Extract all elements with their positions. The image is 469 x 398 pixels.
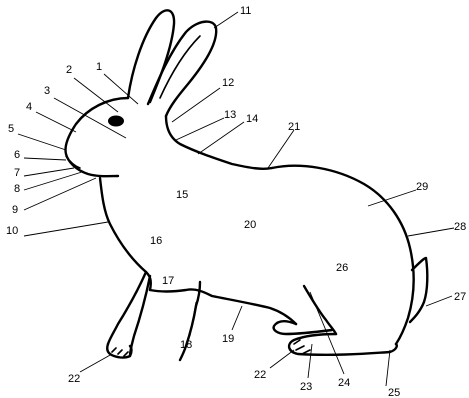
- label-23: 23: [300, 381, 312, 393]
- part-labels: 1 2 3 4 5 6 7 8 9 10 11 12 13 14 15 16 1…: [6, 5, 466, 398]
- rabbit-front-paw: [107, 344, 131, 358]
- label-21: 21: [288, 121, 300, 133]
- label-22a: 22: [68, 373, 80, 385]
- rabbit-eye: [108, 116, 124, 127]
- label-16: 16: [150, 235, 162, 247]
- label-11: 11: [240, 5, 251, 17]
- leader-line-4: [36, 112, 76, 132]
- leader-line-7: [24, 168, 74, 176]
- rabbit-front-paw-toes: [112, 348, 128, 356]
- rabbit-ear-inner-line: [160, 36, 200, 98]
- rabbit-hind-leg-line: [304, 286, 336, 334]
- leader-lines: [18, 12, 454, 386]
- label-5: 5: [8, 123, 14, 135]
- leader-line-23: [308, 344, 312, 378]
- label-8: 8: [14, 183, 20, 195]
- leader-line-25: [386, 350, 390, 386]
- label-7: 7: [14, 167, 20, 179]
- leader-line-28: [408, 228, 454, 236]
- label-19: 19: [222, 333, 234, 345]
- leader-line-21: [268, 130, 294, 168]
- label-25: 25: [388, 387, 400, 398]
- label-29: 29: [416, 181, 428, 193]
- rabbit-front-ear: [148, 22, 216, 116]
- leader-line-27: [426, 296, 452, 306]
- rabbit-hind-foot-toes: [294, 340, 310, 354]
- leader-line-13: [176, 118, 224, 140]
- label-28: 28: [454, 221, 466, 233]
- label-6: 6: [14, 149, 20, 161]
- label-3: 3: [44, 85, 50, 97]
- leader-line-22b: [270, 350, 294, 368]
- label-10: 10: [6, 225, 18, 237]
- label-14: 14: [246, 113, 258, 125]
- rabbit-chest-outline: [100, 178, 151, 290]
- label-20: 20: [244, 219, 256, 231]
- rabbit-belly-outline: [150, 289, 296, 324]
- label-27: 27: [454, 291, 466, 303]
- label-2: 2: [66, 64, 72, 76]
- leader-line-11: [214, 12, 238, 28]
- label-13: 13: [224, 109, 236, 121]
- rabbit-back-outline: [272, 166, 414, 344]
- leader-line-9: [24, 178, 96, 210]
- rabbit-foreleg-front: [108, 272, 146, 344]
- leader-line-6: [24, 158, 66, 160]
- leader-line-10: [24, 222, 108, 236]
- leader-line-19: [232, 306, 242, 330]
- leader-line-5: [18, 134, 66, 150]
- label-18: 18: [180, 339, 192, 351]
- label-15: 15: [176, 189, 188, 201]
- rabbit-drawing: [65, 10, 427, 360]
- label-1: 1: [96, 61, 102, 73]
- label-26: 26: [336, 262, 348, 274]
- label-4: 4: [26, 101, 32, 113]
- leader-line-22a: [80, 354, 112, 372]
- label-17: 17: [162, 275, 174, 287]
- label-22b: 22: [254, 369, 266, 381]
- label-12: 12: [222, 77, 234, 89]
- rabbit-back-ear: [128, 10, 174, 102]
- rabbit-foreleg-back: [130, 276, 150, 356]
- label-9: 9: [12, 204, 18, 216]
- leader-line-18: [190, 302, 196, 336]
- label-24: 24: [338, 377, 350, 389]
